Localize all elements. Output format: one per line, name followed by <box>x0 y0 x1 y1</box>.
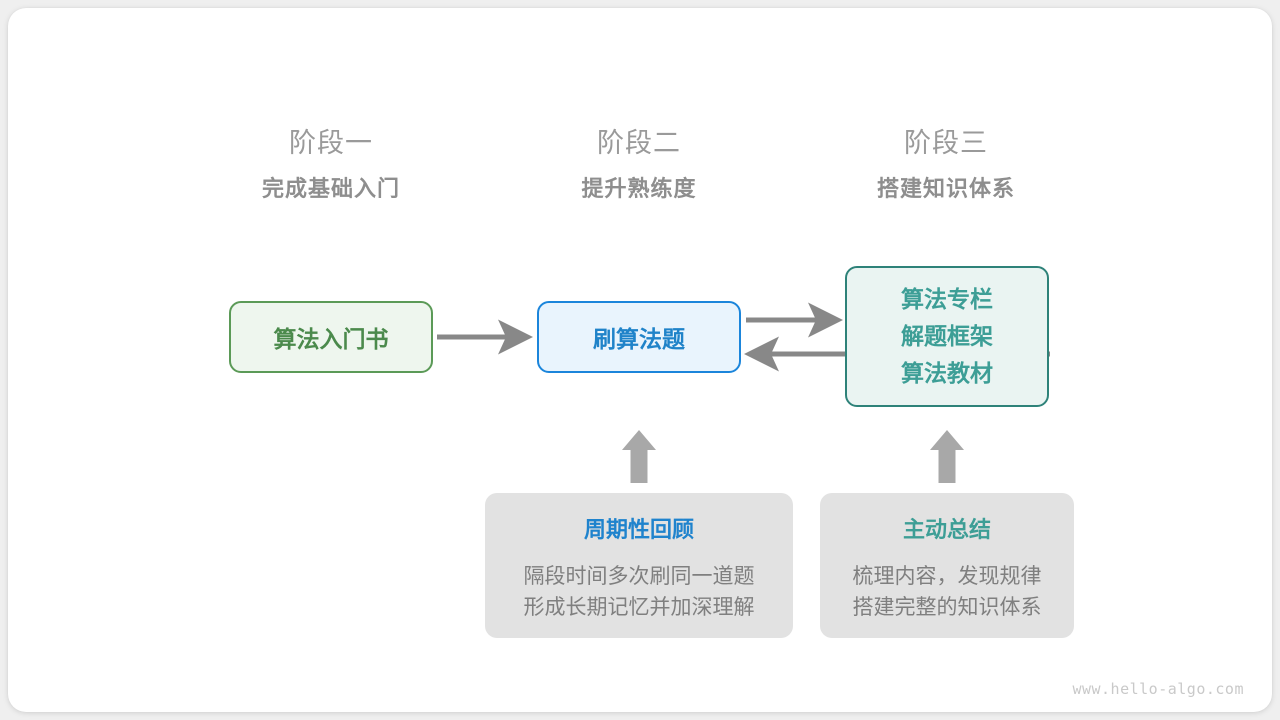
info-box-periodic-review-body: 隔段时间多次刷同一道题 形成长期记忆并加深理解 <box>485 561 793 623</box>
stage-3-subtitle: 搭建知识体系 <box>876 176 1015 201</box>
stage-header-2: 阶段二 提升熟练度 <box>509 126 769 204</box>
stage-2-title: 阶段二 <box>597 128 681 158</box>
node-intro-book[interactable]: 算法入门书 <box>229 301 433 373</box>
node-resources[interactable]: 算法专栏 解题框架 算法教材 <box>845 266 1049 407</box>
stage-2-subtitle: 提升熟练度 <box>581 176 697 201</box>
node-intro-book-label: 算法入门书 <box>273 326 389 352</box>
info-box-active-summary[interactable]: 主动总结 梳理内容，发现规律 搭建完整的知识体系 <box>820 493 1074 638</box>
info-box-active-summary-title: 主动总结 <box>902 517 991 542</box>
node-resources-line-3: 算法教材 <box>901 360 993 386</box>
node-resources-line-1: 算法专栏 <box>901 286 993 312</box>
stage-header-3: 阶段三 搭建知识体系 <box>816 126 1076 204</box>
info-box-periodic-review[interactable]: 周期性回顾 隔段时间多次刷同一道题 形成长期记忆并加深理解 <box>485 493 793 638</box>
node-practice-problems-label: 刷算法题 <box>593 326 685 352</box>
stage-1-subtitle: 完成基础入门 <box>261 176 400 201</box>
info-box-periodic-review-title: 周期性回顾 <box>583 517 694 542</box>
info-box-active-summary-line-2: 搭建完整的知识体系 <box>852 596 1042 619</box>
watermark-url: www.hello-algo.com <box>1072 680 1244 698</box>
stage-header-1: 阶段一 完成基础入门 <box>201 126 461 204</box>
stage-3-title: 阶段三 <box>904 128 988 158</box>
info-box-active-summary-body: 梳理内容，发现规律 搭建完整的知识体系 <box>820 561 1074 623</box>
info-box-active-summary-line-1: 梳理内容，发现规律 <box>852 565 1042 588</box>
info-box-periodic-review-line-2: 形成长期记忆并加深理解 <box>523 596 755 619</box>
node-practice-problems[interactable]: 刷算法题 <box>537 301 741 373</box>
node-resources-line-2: 解题框架 <box>901 323 993 349</box>
stage-1-title: 阶段一 <box>289 128 373 158</box>
info-box-periodic-review-line-1: 隔段时间多次刷同一道题 <box>523 565 755 588</box>
